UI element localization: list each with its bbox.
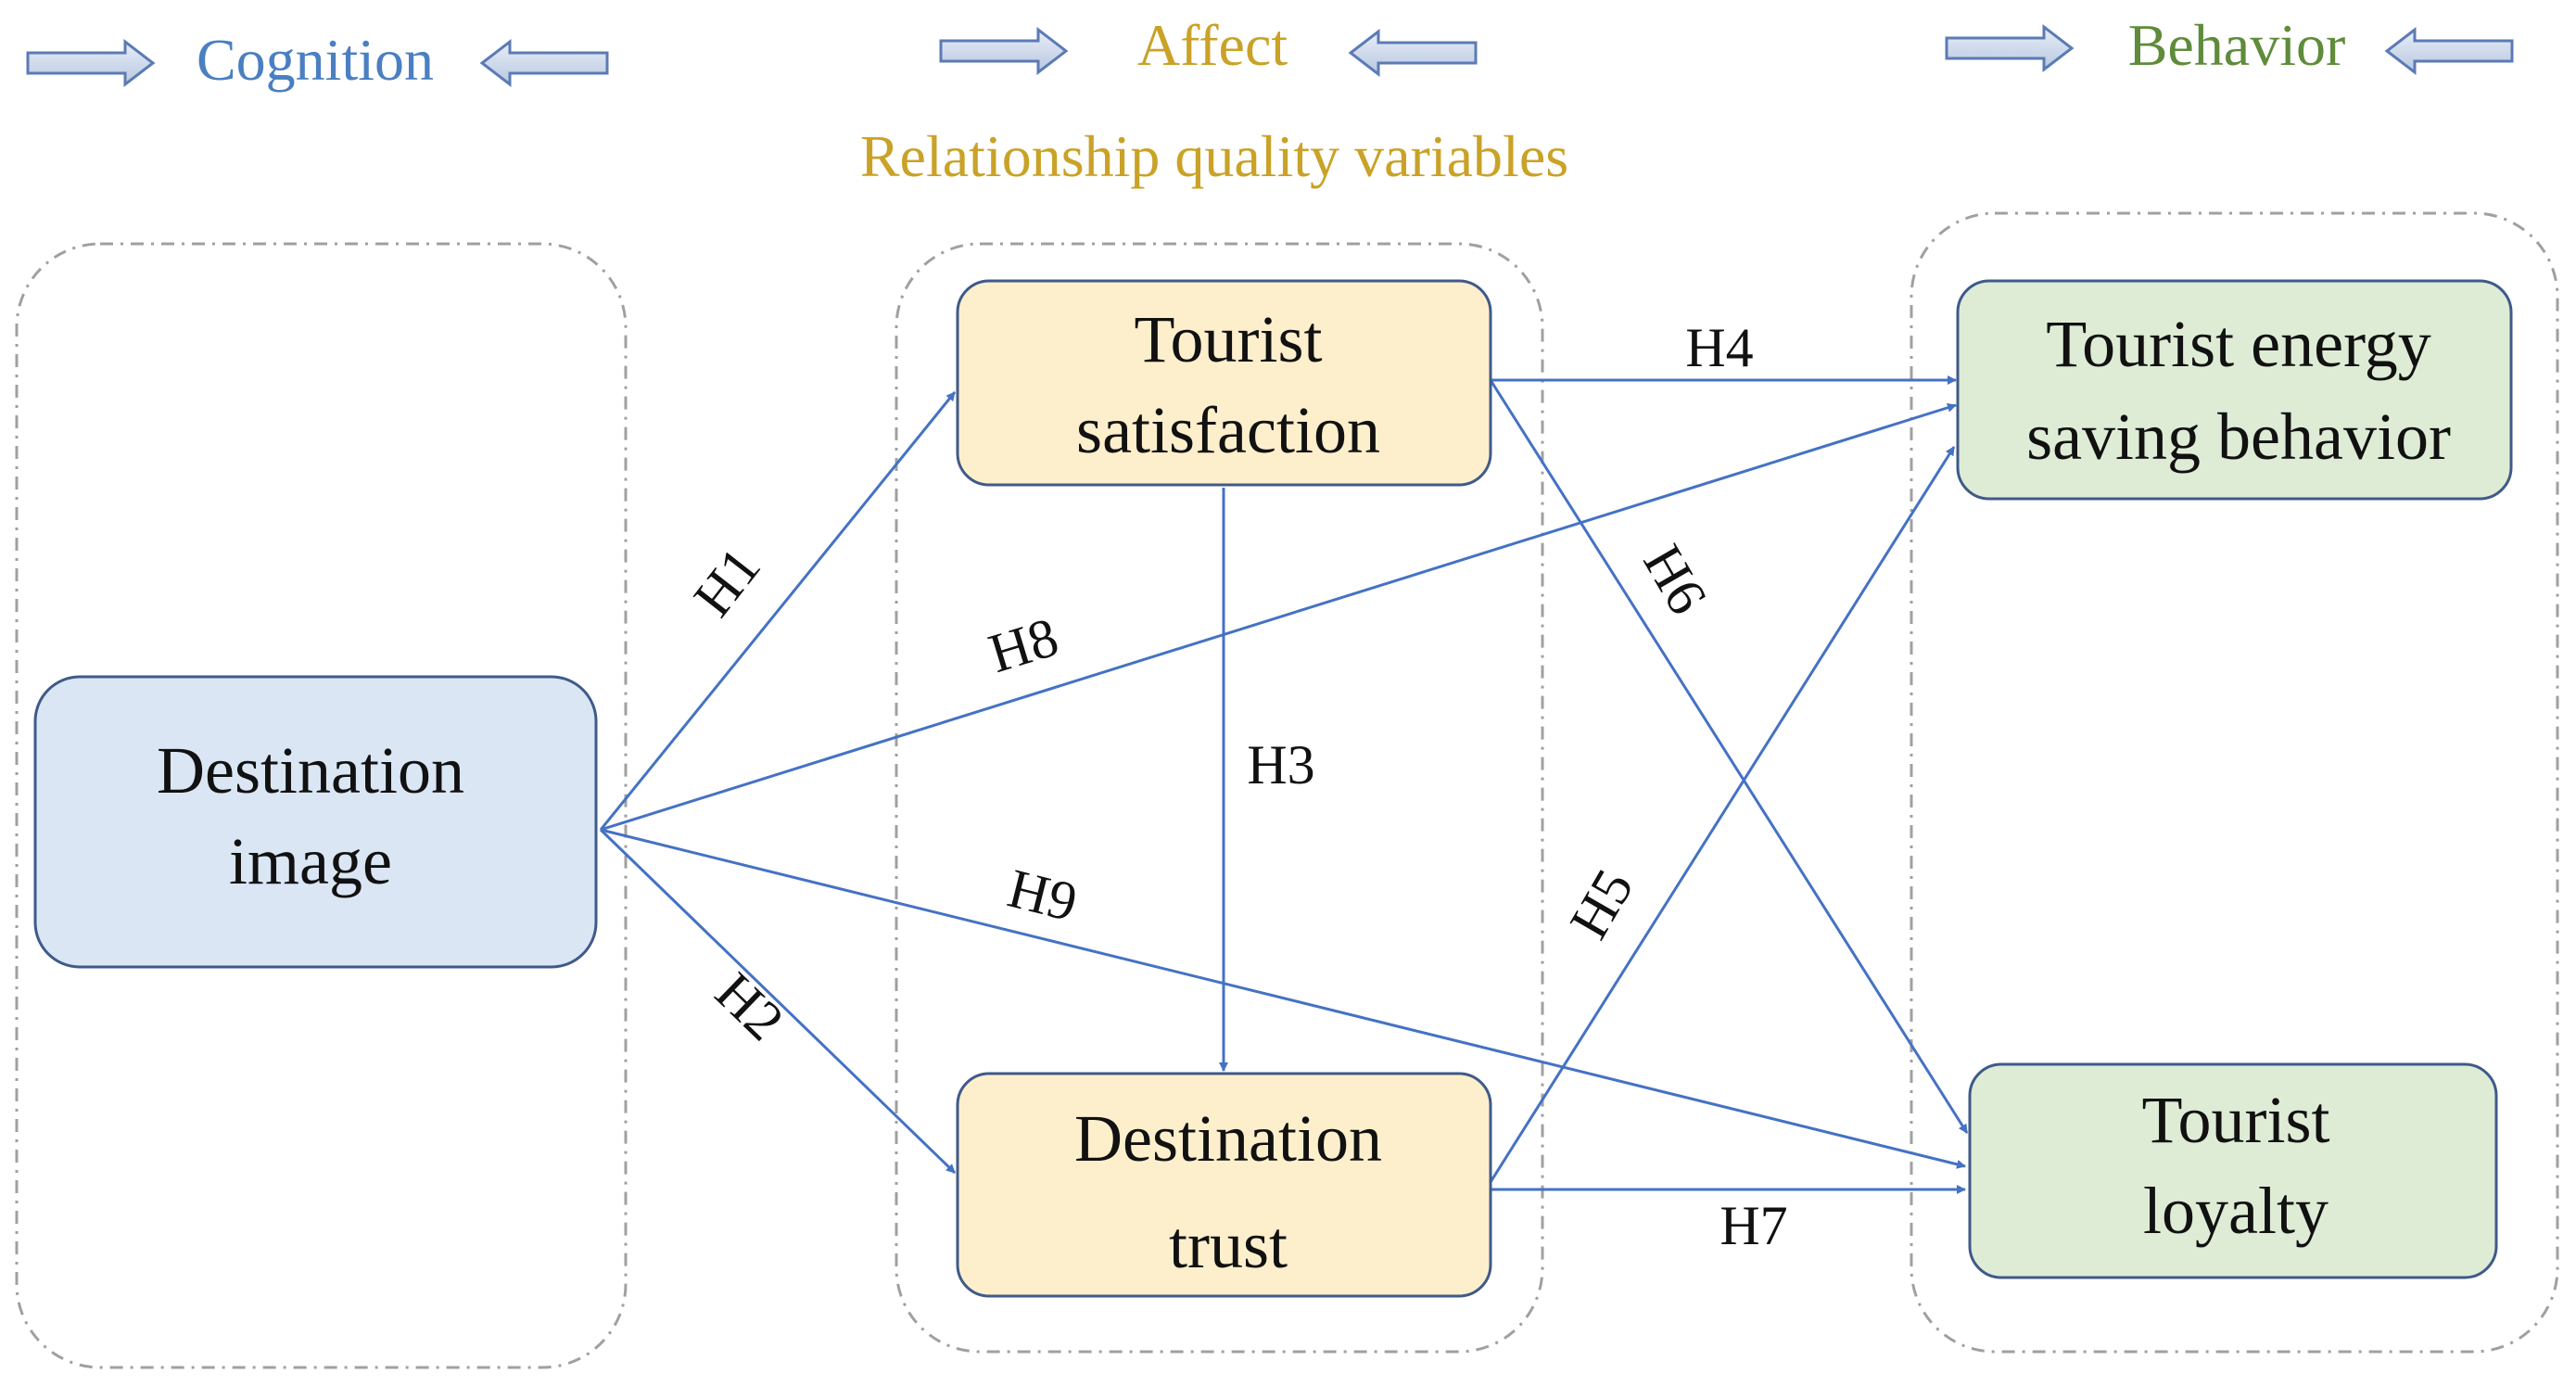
destination-trust-line1: Destination bbox=[1074, 1101, 1382, 1176]
tourist-energy-saving-line1: Tourist energy bbox=[2046, 307, 2431, 381]
tourist-energy-saving-line2: saving behavior bbox=[2026, 400, 2451, 474]
destination-image-box bbox=[33, 675, 598, 969]
h2-arrow bbox=[599, 828, 957, 1175]
tourist-satisfaction-line2: satisfaction bbox=[1076, 393, 1380, 467]
h6-label: H6 bbox=[1631, 535, 1719, 625]
h3-label: H3 bbox=[1247, 734, 1314, 795]
destination-trust-box bbox=[956, 1072, 1492, 1298]
right-arrow-icon bbox=[26, 38, 156, 88]
destination-trust-node: Destination trust bbox=[956, 1072, 1492, 1298]
tourist-energy-saving-node: Tourist energy saving behavior bbox=[1956, 279, 2513, 501]
right-arrow-icon bbox=[1945, 23, 2075, 73]
cognition-group-frame bbox=[15, 242, 628, 1369]
tourist-energy-saving-box bbox=[1956, 279, 2513, 501]
destination-image-line1: Destination bbox=[157, 733, 464, 807]
h9-arrow bbox=[600, 828, 1966, 1169]
h9-label: H9 bbox=[1002, 858, 1083, 934]
left-arrow-icon bbox=[2384, 26, 2514, 76]
h4-label: H4 bbox=[1685, 317, 1753, 378]
h1-arrow bbox=[599, 391, 957, 831]
h8-arrow bbox=[600, 402, 1957, 832]
behavior-label: Behavior bbox=[2128, 12, 2346, 78]
cognition-label: Cognition bbox=[197, 27, 434, 93]
h5-arrow bbox=[1489, 446, 1956, 1183]
destination-trust-line2: trust bbox=[1169, 1208, 1288, 1282]
affect-header: Affect bbox=[939, 12, 1478, 78]
h1-label: H1 bbox=[682, 536, 772, 627]
destination-image-line2: image bbox=[229, 824, 392, 898]
cognition-header: Cognition bbox=[26, 27, 609, 93]
left-arrow-icon bbox=[1348, 28, 1478, 78]
affect-label: Affect bbox=[1137, 12, 1288, 78]
left-arrow-icon bbox=[479, 38, 609, 88]
affect-group-frame bbox=[895, 242, 1544, 1354]
right-arrow-icon bbox=[939, 26, 1069, 76]
h8-label: H8 bbox=[982, 606, 1064, 685]
h5-label: H5 bbox=[1558, 859, 1645, 949]
destination-image-node: Destination image bbox=[33, 675, 598, 969]
h7-label: H7 bbox=[1719, 1195, 1787, 1256]
hypothesis-arrows bbox=[599, 375, 1969, 1194]
tourist-loyalty-node: Tourist loyalty bbox=[1968, 1062, 2498, 1279]
tourist-loyalty-line2: loyalty bbox=[2143, 1174, 2329, 1248]
tourist-satisfaction-node: Tourist satisfaction bbox=[956, 279, 1492, 487]
tourist-loyalty-box bbox=[1968, 1062, 2498, 1279]
h2-label: H2 bbox=[704, 960, 796, 1051]
h6-arrow bbox=[1489, 379, 1969, 1134]
tourist-satisfaction-box bbox=[956, 279, 1492, 487]
relationship-quality-subtitle: Relationship quality variables bbox=[860, 123, 1568, 189]
tourist-loyalty-line1: Tourist bbox=[2142, 1083, 2330, 1157]
behavior-header: Behavior bbox=[1945, 12, 2514, 78]
tourist-satisfaction-line1: Tourist bbox=[1135, 302, 1323, 376]
